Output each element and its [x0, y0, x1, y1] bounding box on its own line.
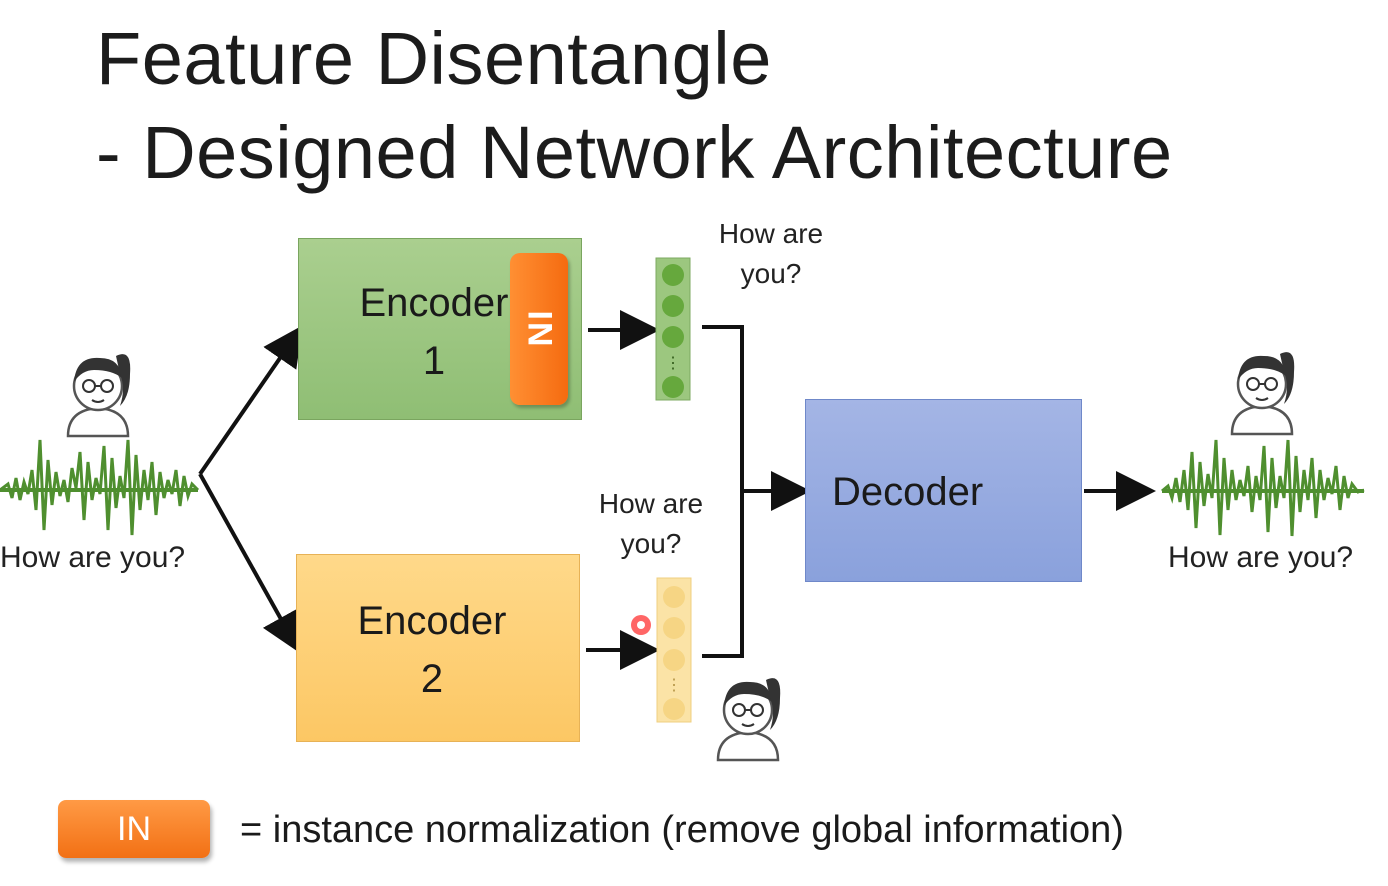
decoder-label: Decoder [832, 470, 984, 514]
content-caption: How are you? [700, 214, 842, 294]
speaker-caption-line-1: How are [598, 488, 704, 519]
content-caption-line-2: you? [740, 258, 802, 289]
output-caption: How are you? [1168, 541, 1354, 574]
svg-text:⋮: ⋮ [665, 355, 681, 372]
output-waveform-icon [1161, 439, 1365, 537]
decoder-box: Decoder [805, 399, 1082, 582]
encoder-2-label: Encoder [357, 599, 507, 643]
svg-text:⋮: ⋮ [666, 677, 682, 694]
encoder-1-number: 1 [422, 339, 446, 383]
speaker-avatar-latent-icon [716, 678, 781, 762]
speaker-avatar-output-icon [1230, 352, 1295, 436]
content-caption-line-1: How are [718, 218, 824, 249]
pointer-dot-icon [631, 615, 651, 635]
encoder-2-box: Encoder 2 [296, 554, 580, 742]
instance-norm-tab: IN [510, 253, 568, 405]
legend-text: = instance normalization (remove global … [240, 809, 1124, 851]
speaker-caption-line-2: you? [620, 528, 682, 559]
legend-key: IN [58, 800, 210, 858]
input-waveform-icon [0, 439, 200, 536]
title-line-2: - Designed Network Architecture [96, 111, 1173, 194]
speaker-avatar-input-icon [66, 354, 131, 438]
input-caption: How are you? [0, 541, 186, 574]
instance-norm-tab-label: IN [520, 310, 559, 348]
encoder-2-number: 2 [420, 657, 444, 701]
encoder-1-label: Encoder [359, 281, 509, 325]
arrow-to-encoder-2 [198, 473, 300, 653]
arrow-to-encoder-1 [198, 325, 303, 476]
title-line-1: Feature Disentangle [96, 17, 772, 100]
content-vector: ⋮ [655, 257, 691, 401]
speaker-caption: How are you? [580, 484, 722, 564]
speaker-vector: ⋮ [656, 577, 692, 723]
